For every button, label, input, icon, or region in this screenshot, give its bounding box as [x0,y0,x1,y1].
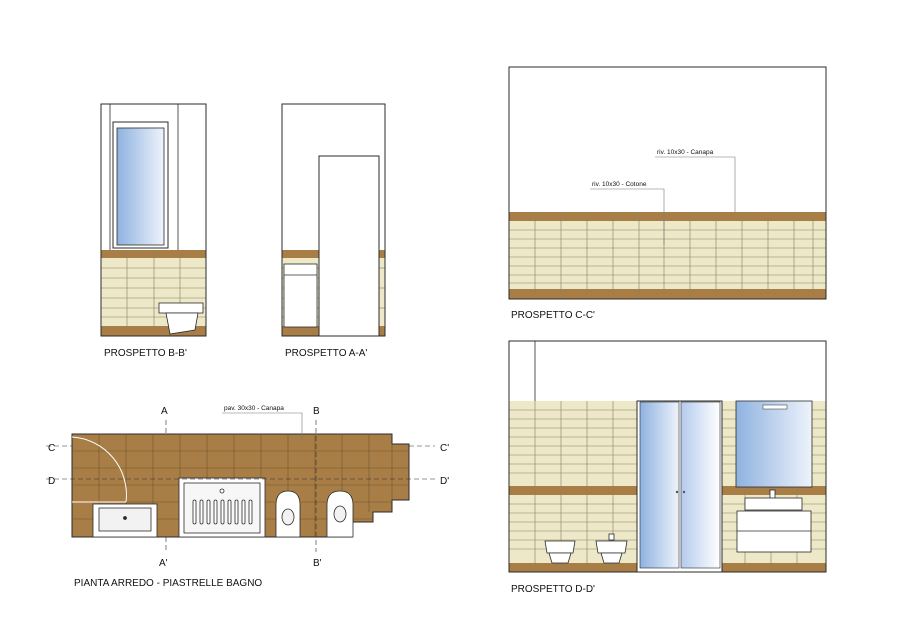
floor-plan: pav. 30x30 - Canapa A A' B B' C C' D D' [46,405,449,569]
door-swing [71,436,127,503]
toilet-front [595,533,628,564]
vanity [736,489,812,553]
caption-aa: PROSPETTO A-A' [285,348,367,359]
toilet-plan [326,490,354,538]
caption-cc: PROSPETTO C-C' [511,310,595,321]
note-cotone: riv. 10x30 - Cotone [592,181,647,188]
caption-dd: PROSPETTO D-D' [511,584,595,595]
toilet-side [158,302,204,335]
caption-plan: PIANTA ARREDO - PIASTRELLE BAGNO [74,578,262,589]
elevation-bb [100,103,207,337]
floor-note: pav. 30x30 - Canapa [224,405,284,412]
section-lines [46,420,435,552]
elevation-aa [281,103,386,337]
mark-c: C [48,443,55,454]
cabinet-side [283,263,318,328]
mark-d-prime: D' [440,476,449,487]
floor-leader [222,412,303,440]
wall-tiles-cc [509,212,826,299]
elevation-cc: riv. 10x30 - Canapa riv. 10x30 - Cotone [508,66,827,300]
elevation-dd [508,340,827,573]
caption-bb: PROSPETTO B-B' [104,348,187,359]
bidet-plan [275,490,301,538]
bidet-front [544,540,576,564]
mirror [735,400,813,488]
note-canapa: riv. 10x30 - Canapa [657,149,714,156]
mark-a: A [161,406,168,417]
shower-doors [636,400,723,573]
mark-a-prime: A' [159,558,168,569]
leader-lines-cc [590,156,736,245]
mark-c-prime: C' [440,443,449,454]
shower-tray-plan [178,477,266,538]
mark-b: B [313,406,320,417]
mark-d: D [48,476,55,487]
mark-b-prime: B' [313,558,322,569]
door-opening [318,155,380,336]
washbasin-plan [92,503,158,538]
window [112,121,169,249]
